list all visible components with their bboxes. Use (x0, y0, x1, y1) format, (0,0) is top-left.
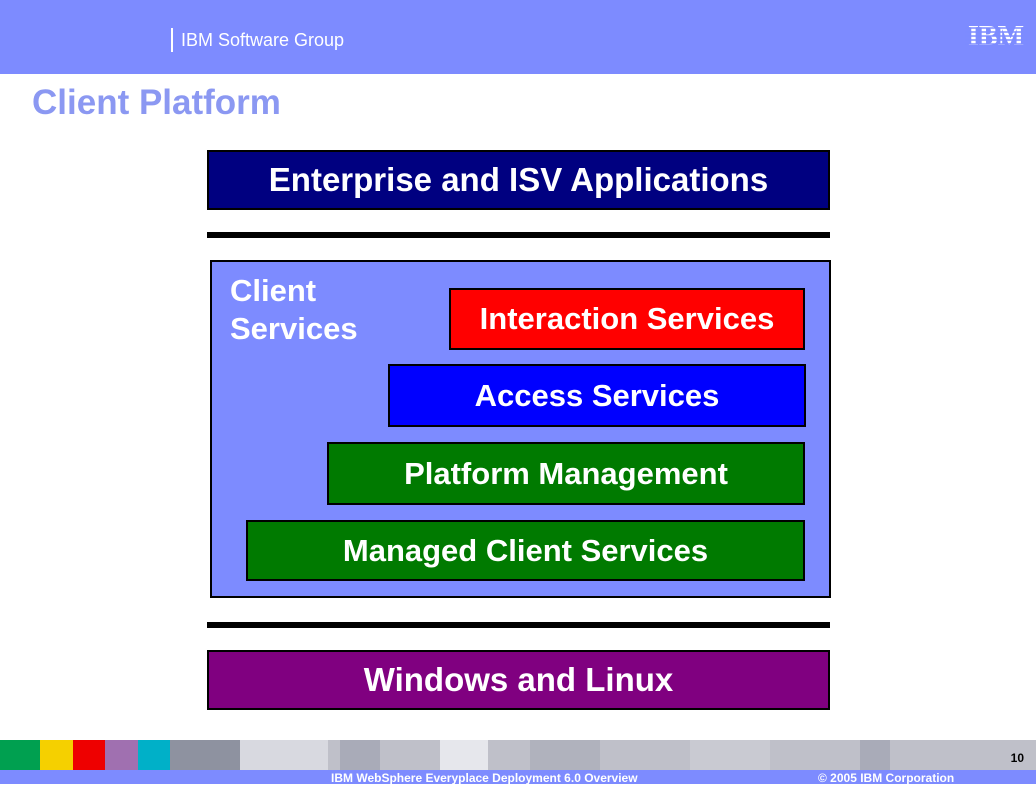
enterprise-applications-box: Enterprise and ISV Applications (207, 150, 830, 210)
platform-management-box: Platform Management (327, 442, 805, 505)
footer-swatch-green (0, 740, 40, 770)
page-title: Client Platform (32, 83, 281, 122)
page-number: 10 (1010, 751, 1024, 765)
header-divider (171, 28, 173, 52)
footer-image-tile-2 (240, 740, 328, 770)
footer-image-tile-7 (860, 740, 890, 770)
footer-swatch-cyan (138, 740, 170, 770)
interaction-services-box: Interaction Services (449, 288, 805, 350)
footer-image-tile-6 (690, 740, 770, 770)
layer-divider-top (207, 232, 830, 238)
windows-linux-box: Windows and Linux (207, 650, 830, 710)
header-bar (0, 0, 1036, 74)
footer-bar (0, 770, 1036, 784)
footer-image-tile-5 (530, 740, 600, 770)
footer-copyright: © 2005 IBM Corporation (818, 771, 955, 785)
footer-swatch-yellow (40, 740, 73, 770)
access-services-box: Access Services (388, 364, 806, 427)
footer-swatch-purple (105, 740, 138, 770)
client-services-label: Client Services (230, 273, 358, 346)
footer-image-tile-1 (170, 740, 240, 770)
footer-swatch-red (73, 740, 105, 770)
ibm-logo-stripes (965, 27, 1028, 45)
ibm-logo: IBM (965, 22, 1028, 48)
footer-image-tile-4 (440, 740, 488, 770)
layer-divider-bottom (207, 622, 830, 628)
footer-image-tile-3 (340, 740, 380, 770)
footer-title: IBM WebSphere Everyplace Deployment 6.0 … (331, 771, 638, 785)
header-group-label: IBM Software Group (181, 30, 345, 50)
managed-client-services-box: Managed Client Services (246, 520, 805, 581)
